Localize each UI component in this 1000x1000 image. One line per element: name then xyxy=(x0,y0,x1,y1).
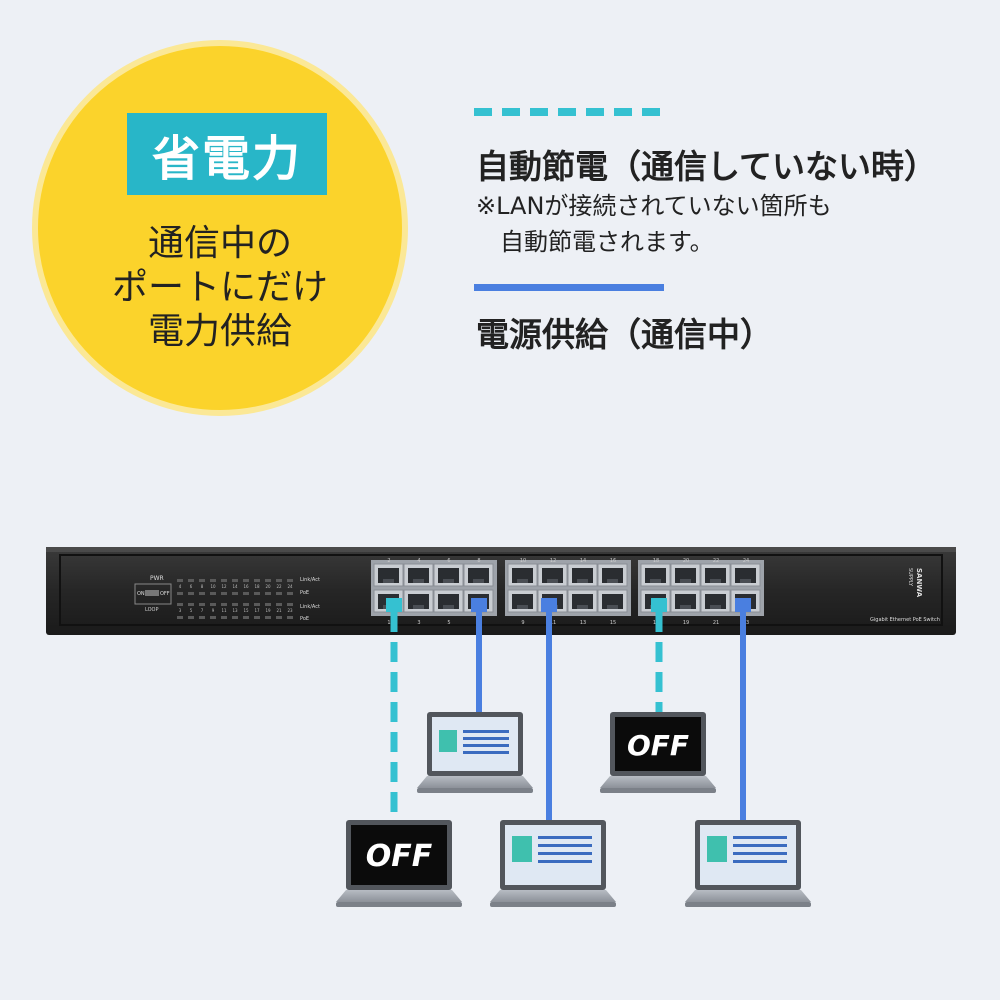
laptop-off-2: OFF xyxy=(600,712,716,793)
port-number: 12 xyxy=(550,558,556,564)
port-block-2 xyxy=(505,560,631,616)
port-number: 20 xyxy=(683,558,689,564)
led-number: 13 xyxy=(232,608,238,613)
port-number: 9 xyxy=(521,620,524,626)
laptop-off-1: OFF xyxy=(336,820,462,907)
legend-auto-note-2: 自動節電されます。 xyxy=(476,228,714,256)
led-number: 16 xyxy=(243,584,249,589)
legend-auto-note-1: ※LANが接続されていない箇所も xyxy=(476,192,832,220)
port-number: 13 xyxy=(580,620,586,626)
port-number: 11 xyxy=(550,620,556,626)
led-number: 7 xyxy=(201,608,204,613)
poe-label: PoE xyxy=(300,590,309,596)
led-number: 18 xyxy=(254,584,260,589)
legend-supply-heading: 電源供給（通信中） xyxy=(476,315,773,354)
poe-label: PoE xyxy=(300,616,309,622)
laptop-active-2 xyxy=(490,820,616,907)
led-number: 22 xyxy=(276,584,282,589)
badge-line-2: ポートにだけ xyxy=(111,267,328,308)
legend-solid-line xyxy=(474,284,664,291)
port-number: 1 xyxy=(387,620,390,626)
led-number: 8 xyxy=(201,584,204,589)
badge-line-3: 電力供給 xyxy=(147,311,292,352)
port-number: 8 xyxy=(477,558,480,564)
port-number: 6 xyxy=(447,558,450,564)
link-act-label: Link/Act xyxy=(300,604,320,610)
cables xyxy=(386,598,751,824)
off-text: OFF xyxy=(366,839,433,874)
port-number: 10 xyxy=(520,558,526,564)
power-saving-badge xyxy=(32,40,408,416)
led-number: 11 xyxy=(221,608,227,613)
port-number: 4 xyxy=(417,558,420,564)
poe-switch: 2 4 6 8 10 12 14 16 18 20 22 24 1 3 5 7 … xyxy=(46,547,956,635)
link-act-label: Link/Act xyxy=(300,577,320,583)
led-number: 19 xyxy=(265,608,271,613)
badge-line-1: 通信中の xyxy=(147,223,292,264)
led-number: 15 xyxy=(243,608,249,613)
led-grid xyxy=(177,579,293,619)
port-number: 15 xyxy=(610,620,616,626)
loop-label: LOOP xyxy=(145,607,159,613)
port-number: 14 xyxy=(580,558,586,564)
led-number: 5 xyxy=(190,608,193,613)
led-number: 17 xyxy=(254,608,260,613)
pwr-label: PWR xyxy=(150,575,164,582)
led-number: 21 xyxy=(276,608,282,613)
off-text: OFF xyxy=(627,729,689,762)
port-number: 3 xyxy=(417,620,420,626)
port-number: 22 xyxy=(713,558,719,564)
loop-switch-panel: PWR ON OFF LOOP xyxy=(134,575,172,613)
led-number: 23 xyxy=(287,608,293,613)
legend-dashed-line xyxy=(474,108,666,116)
led-number: 12 xyxy=(221,584,227,589)
led-number: 24 xyxy=(287,584,293,589)
port-number: 19 xyxy=(683,620,689,626)
port-number: 21 xyxy=(713,620,719,626)
laptop-active-1 xyxy=(417,712,533,793)
led-number: 3 xyxy=(179,608,182,613)
led-number: 4 xyxy=(179,584,182,589)
port-number: 18 xyxy=(653,558,659,564)
led-number: 10 xyxy=(210,584,216,589)
off-label: OFF xyxy=(160,591,170,597)
led-number: 9 xyxy=(212,608,215,613)
port-number: 5 xyxy=(447,620,450,626)
port-number: 24 xyxy=(743,558,749,564)
laptop-active-3 xyxy=(685,820,811,907)
badge-title: 省電力 xyxy=(127,113,327,195)
brand-line-1: SANWA xyxy=(915,568,923,598)
led-number: 20 xyxy=(265,584,271,589)
port-number: 2 xyxy=(387,558,390,564)
led-number: 14 xyxy=(232,584,238,589)
led-number: 6 xyxy=(190,584,193,589)
legend-auto-heading: 自動節電（通信していない時） xyxy=(476,147,938,186)
brand-line-2: SUPPLY xyxy=(907,568,913,587)
port-number: 16 xyxy=(610,558,616,564)
model-label: Gigabit Ethernet PoE Switch xyxy=(870,617,940,623)
on-label: ON xyxy=(137,591,145,597)
